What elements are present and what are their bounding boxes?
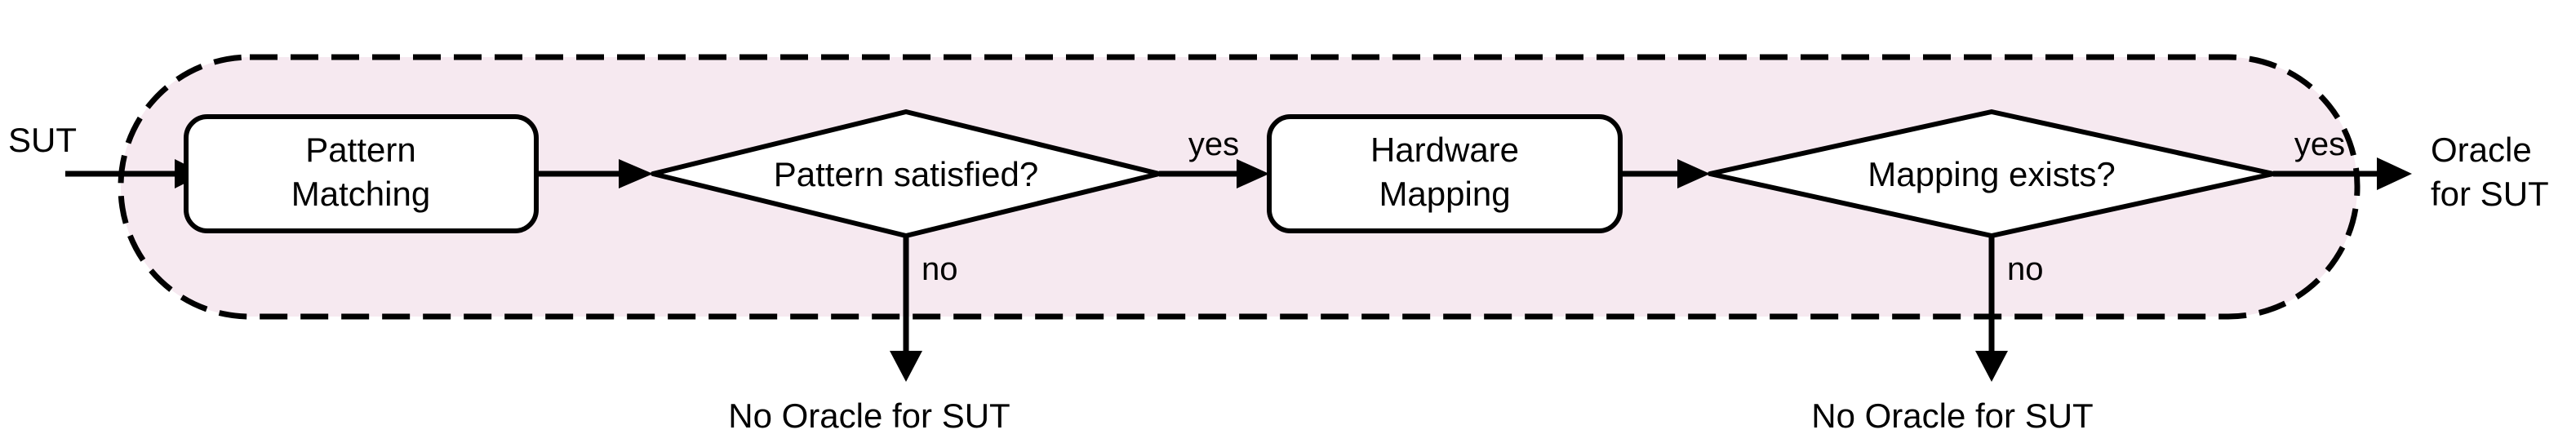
output-no-oracle-pattern: No Oracle for SUT	[728, 396, 1010, 435]
node-mapping-exists-label: Mapping exists?	[1868, 155, 2116, 193]
edge-label-mapping-no: no	[2007, 251, 2044, 287]
arrowhead-mapping-exists-no	[1975, 351, 2008, 382]
node-pattern-matching-label-line1: Pattern	[305, 131, 415, 169]
output-oracle-for-sut-line2: for SUT	[2431, 175, 2549, 213]
output-no-oracle-mapping: No Oracle for SUT	[1811, 396, 2093, 435]
edge-label-mapping-yes: yes	[2294, 126, 2345, 162]
arrowhead-pattern-satisfied-yes	[1237, 159, 1269, 188]
arrowhead-mapping-exists-yes	[2377, 157, 2412, 190]
output-oracle-for-sut-line1: Oracle	[2431, 131, 2532, 169]
arrowhead-pattern-matching-to-pattern-satisfied	[619, 159, 653, 188]
arrowhead-pattern-satisfied-no	[890, 351, 922, 382]
node-pattern-matching-label-line2: Matching	[291, 175, 430, 213]
edge-label-pattern-no: no	[922, 251, 958, 287]
arrowhead-hardware-mapping-to-mapping-exists	[1677, 159, 1710, 188]
edge-label-pattern-yes: yes	[1188, 126, 1239, 162]
node-pattern-satisfied-label: Pattern satisfied?	[774, 155, 1039, 193]
node-hardware-mapping-label-line1: Hardware	[1370, 131, 1519, 169]
node-hardware-mapping-label-line2: Mapping	[1379, 175, 1510, 213]
input-label-sut: SUT	[8, 121, 77, 159]
